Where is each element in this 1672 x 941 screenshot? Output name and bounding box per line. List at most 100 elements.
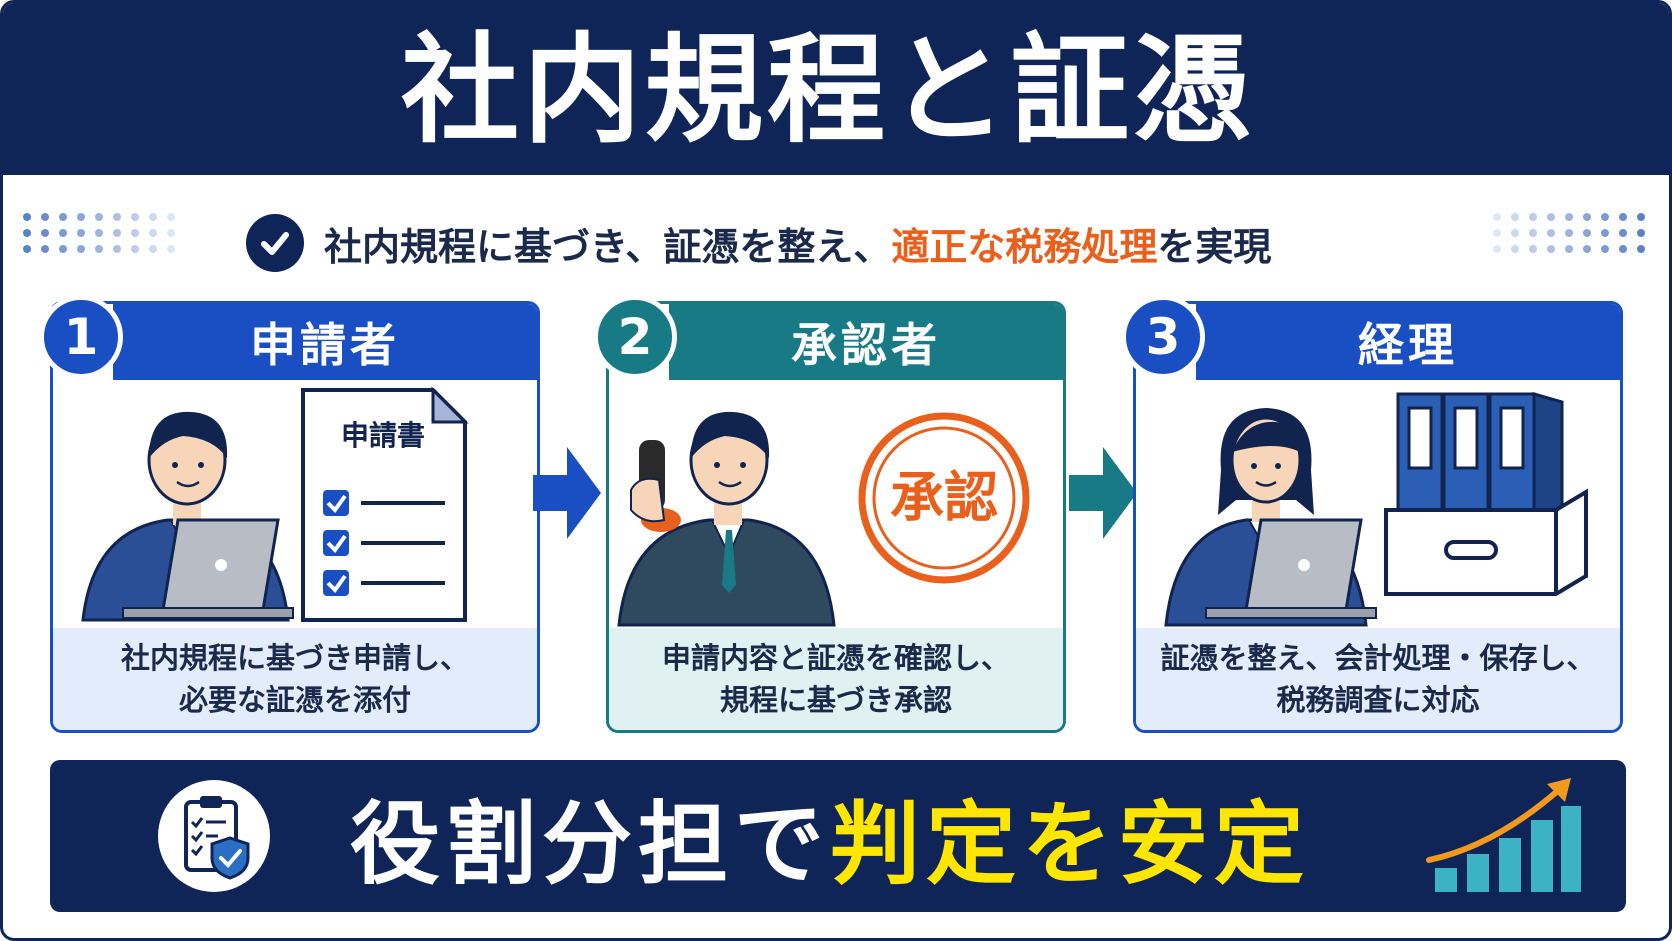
- decor-dot: [1601, 245, 1609, 253]
- step-desc-line: 申請内容と証憑を確認し、: [661, 641, 1010, 675]
- subtitle-highlight: 適正な税務処理: [891, 224, 1158, 269]
- binder-icon: [1396, 392, 1564, 516]
- step-number-1: 1: [39, 295, 123, 379]
- decor-dot: [23, 245, 31, 253]
- decor-dot: [1529, 213, 1537, 221]
- accounting-illustration: [1164, 392, 1588, 627]
- decor-dot: [113, 245, 121, 253]
- step-desc-line: 税務調査に対応: [1276, 683, 1480, 717]
- step-desc-line: 証憑を整え、会計処理・保存し、: [1160, 641, 1596, 675]
- decor-dot: [131, 213, 139, 221]
- decor-dot: [41, 213, 49, 221]
- decor-dot: [77, 229, 85, 237]
- approval-seal-icon: 承認: [858, 412, 1030, 584]
- decor-dot: [113, 213, 121, 221]
- decor-dot: [1619, 245, 1627, 253]
- banner-prefix: 役割分担で: [350, 792, 830, 897]
- decor-dot: [77, 213, 85, 221]
- clipboard-shield-icon: [158, 780, 270, 892]
- decor-dot: [1529, 245, 1537, 253]
- decor-dot: [149, 245, 157, 253]
- decor-dot: [1547, 245, 1555, 253]
- step-desc-line: 社内規程に基づき申請し、: [120, 641, 469, 675]
- decor-dot: [1565, 229, 1573, 237]
- decor-dot: [1565, 245, 1573, 253]
- doc-title: 申請書: [341, 419, 425, 452]
- decor-dot: [59, 229, 67, 237]
- approver-illustration: 承認: [617, 411, 1030, 627]
- decor-dot: [95, 213, 103, 221]
- laptop-icon: [1205, 518, 1377, 619]
- summary-banner: 役割分担で判定を安定: [50, 760, 1626, 912]
- decor-dot: [167, 213, 175, 221]
- decor-dot: [131, 245, 139, 253]
- decor-dot: [167, 245, 175, 253]
- decor-dot: [131, 229, 139, 237]
- decor-dot: [1547, 213, 1555, 221]
- subtitle-prefix: 社内規程に基づき、証憑を整え、: [324, 224, 892, 269]
- checklist-document-icon: 申請書: [301, 386, 469, 622]
- step-number-3: 3: [1121, 295, 1205, 379]
- decor-dot: [95, 245, 103, 253]
- banner-highlight: 判定を安定: [830, 792, 1310, 897]
- step-number-2: 2: [593, 295, 677, 379]
- right-arrow-icon: [533, 447, 601, 539]
- banner-text: 役割分担で判定を安定: [350, 778, 1310, 897]
- step-desc-line: 必要な証憑を添付: [178, 683, 411, 717]
- decor-dot: [149, 213, 157, 221]
- seal-text: 承認: [890, 466, 998, 529]
- subtitle-suffix: を実現: [1157, 224, 1272, 269]
- decor-dot: [23, 229, 31, 237]
- step-title-accounting: 経理: [1196, 304, 1620, 380]
- growth-chart-icon: [1426, 778, 1581, 892]
- storage-box-icon: [1384, 488, 1588, 596]
- header-bar: 社内規程と証憑: [3, 3, 1669, 175]
- decor-dot: [1511, 213, 1519, 221]
- step-card-approver: 承認者 承認 申請内容と: [606, 301, 1066, 733]
- decor-dot: [95, 229, 103, 237]
- laptop-icon: [122, 518, 294, 619]
- decor-dot: [1493, 229, 1501, 237]
- decor-dot: [1547, 229, 1555, 237]
- decor-dot: [59, 213, 67, 221]
- decor-dot: [113, 229, 121, 237]
- decor-dot: [1601, 229, 1609, 237]
- decor-dot: [1583, 245, 1591, 253]
- decor-dot: [77, 245, 85, 253]
- step-card-accounting: 経理: [1133, 301, 1623, 733]
- decor-dot: [1583, 229, 1591, 237]
- decor-dot: [1583, 213, 1591, 221]
- step-desc-accounting: 証憑を整え、会計処理・保存し、 税務調査に対応: [1136, 628, 1620, 730]
- rubber-stamp-icon: [630, 440, 681, 532]
- right-arrow-icon: [1069, 447, 1137, 539]
- applicant-illustration: 申請書: [81, 386, 469, 622]
- decor-dot: [1529, 229, 1537, 237]
- decor-dot: [59, 245, 67, 253]
- check-circle-icon: [246, 214, 304, 272]
- step-desc-applicant: 社内規程に基づき申請し、 必要な証憑を添付: [53, 628, 537, 730]
- decor-dot: [149, 229, 157, 237]
- approver-person-icon: [617, 411, 836, 627]
- decor-dot: [41, 229, 49, 237]
- subtitle: 社内規程に基づき、証憑を整え、 適正な税務処理 を実現: [246, 211, 1271, 275]
- decor-dot: [1619, 213, 1627, 221]
- decor-dot: [1601, 213, 1609, 221]
- page-title: 社内規程と証憑: [400, 21, 1255, 159]
- decor-dot: [1637, 213, 1645, 221]
- decor-dot: [1511, 245, 1519, 253]
- step-title-approver: 承認者: [669, 304, 1063, 380]
- decor-dot: [41, 245, 49, 253]
- step-title-applicant: 申請者: [113, 304, 537, 380]
- decor-dot: [1493, 213, 1501, 221]
- decor-dot: [167, 229, 175, 237]
- decor-dot: [1637, 245, 1645, 253]
- decor-dot: [1565, 213, 1573, 221]
- step-desc-approver: 申請内容と証憑を確認し、 規程に基づき承認: [609, 628, 1063, 730]
- decor-dot: [1637, 229, 1645, 237]
- step-desc-line: 規程に基づき承認: [719, 683, 952, 717]
- decor-dot: [1511, 229, 1519, 237]
- step-card-applicant: 申請者 申請書: [50, 301, 540, 733]
- decor-dot: [1493, 245, 1501, 253]
- decor-dot: [1619, 229, 1627, 237]
